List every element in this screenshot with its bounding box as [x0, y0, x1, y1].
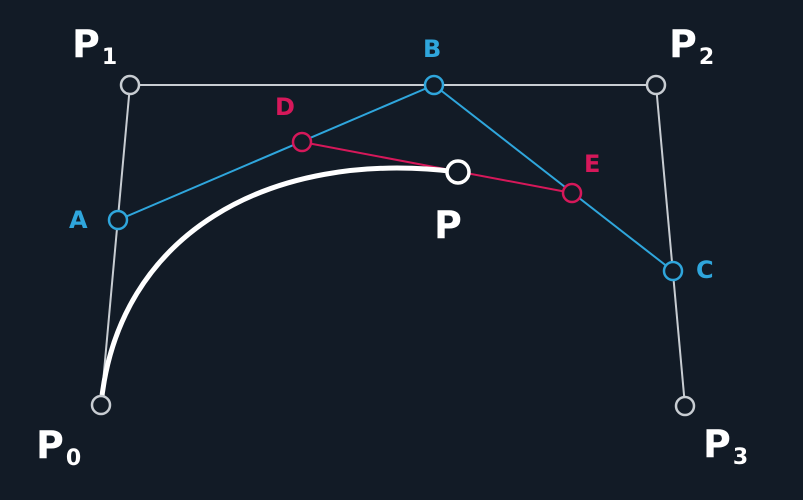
point-p0 [90, 394, 112, 416]
point-d [291, 131, 313, 153]
label-e: E [584, 150, 600, 178]
segment-a-b [117, 84, 435, 221]
segment-p0-p1 [100, 84, 131, 406]
label-p3: P3 [703, 422, 748, 470]
point-p2 [645, 74, 667, 96]
bezier-curve [98, 165, 461, 408]
segment-b-c [433, 84, 674, 272]
label-p0: P0 [36, 423, 81, 471]
label-p2: P2 [669, 22, 714, 70]
point-p3 [674, 395, 696, 417]
point-p1 [119, 74, 141, 96]
segment-p2-p3 [655, 84, 686, 407]
point-e [561, 182, 583, 204]
label-p: P [434, 203, 462, 247]
point-b [423, 74, 445, 96]
label-b: B [423, 35, 441, 63]
label-a: A [69, 206, 88, 234]
point-a [107, 209, 129, 231]
label-d: D [275, 93, 295, 121]
point-c [662, 260, 684, 282]
label-c: C [696, 256, 714, 284]
label-p1: P1 [72, 22, 117, 70]
point-p [445, 159, 471, 185]
